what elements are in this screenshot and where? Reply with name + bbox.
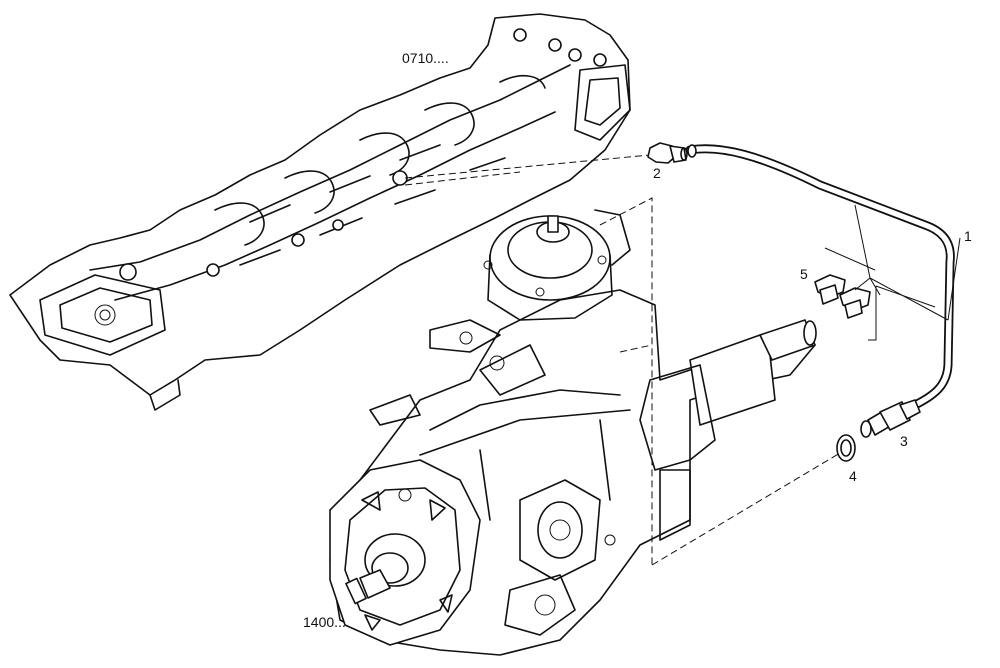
pump-ref-label: 1400.... [303,614,350,630]
injection-pump[interactable] [329,209,817,656]
exhaust-manifold[interactable] [9,13,631,411]
leader-lines [404,154,846,566]
clips-part-5[interactable] [814,274,871,319]
callout-leaders [824,204,961,341]
callout-1: 1 [964,228,972,244]
callout-2: 2 [653,165,661,181]
callout-3: 3 [900,433,908,449]
manifold-ref-label: 0710.... [402,50,449,66]
labels: 0710.... 1400.... 1 2 3 4 5 [303,50,972,630]
callout-5: 5 [800,266,808,282]
nut-part-2[interactable] [647,142,688,164]
callout-4: 4 [849,468,857,484]
pipe-part-1[interactable] [685,144,955,410]
union-fitting-part-3[interactable] [860,399,921,438]
washer-part-4[interactable] [836,434,856,462]
